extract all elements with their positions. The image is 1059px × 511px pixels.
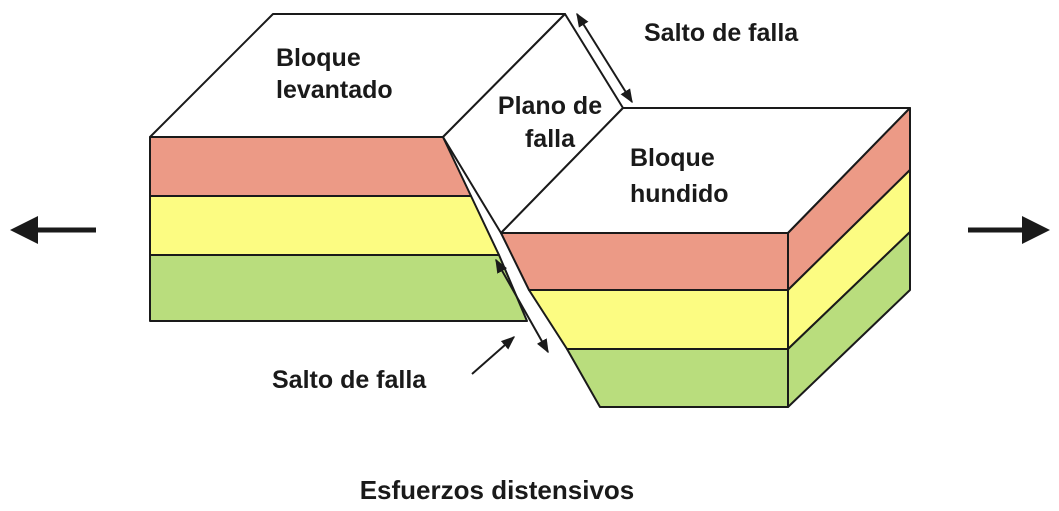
throw-top-label: Salto de falla [644, 19, 799, 47]
downthrown-layer-yellow [528, 289, 789, 350]
throw-top-double-arrow [576, 12, 633, 104]
downthrown-layer-red [500, 232, 789, 291]
fault-plane-label-line1: Plano de [498, 92, 602, 120]
upthrown-layer-red [149, 136, 472, 197]
upthrown-layer-yellow [149, 195, 500, 256]
throw-bottom-double-arrow [495, 258, 549, 354]
downthrown-block [500, 107, 911, 408]
upthrown-layer-green [149, 254, 528, 322]
upthrown-block-label-line1: Bloque [276, 44, 361, 72]
downthrown-block-label-line1: Bloque [630, 144, 715, 172]
diagram-caption: Esfuerzos distensivos [360, 475, 635, 505]
downthrown-block-label-line2: hundido [630, 180, 729, 208]
upthrown-block [149, 13, 566, 322]
throw-bottom-pointer-arrow [471, 336, 516, 375]
arrow-left-icon [10, 216, 96, 244]
downthrown-layer-green [566, 348, 789, 408]
upthrown-block-label-line2: levantado [276, 76, 393, 104]
fault-plane-label-line2: falla [525, 125, 576, 153]
throw-bottom-label: Salto de falla [272, 366, 427, 394]
arrow-right-icon [968, 216, 1050, 244]
